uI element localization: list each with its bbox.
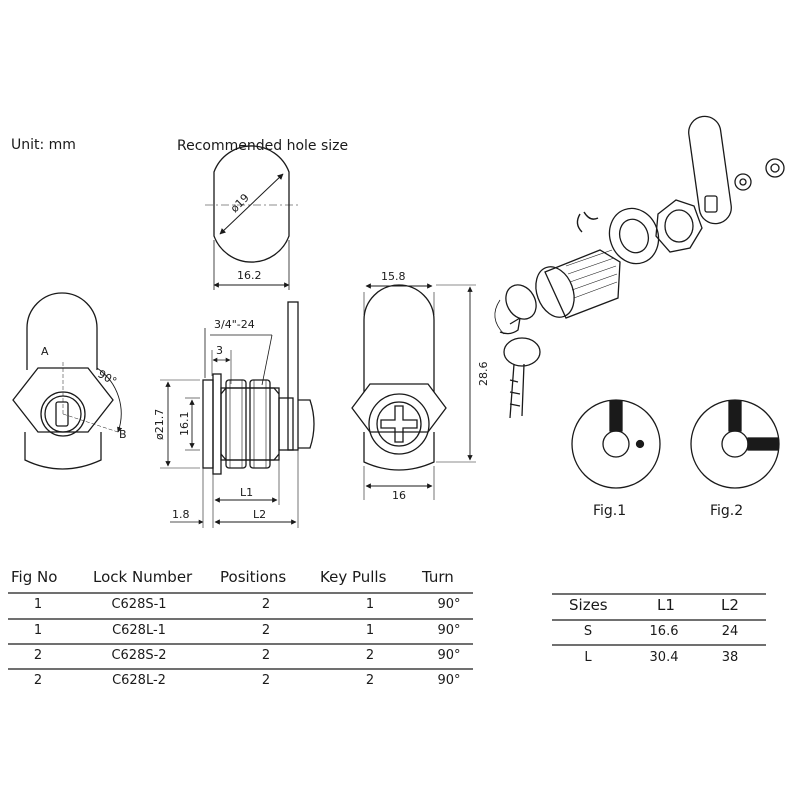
cell-fig: 1 [33,597,43,612]
flange-label: 1.8 [172,508,190,521]
header-l2: L2 [721,596,739,614]
l2-dim-label: L2 [253,508,267,521]
width-15-8-label: 15.8 [381,270,406,283]
hole-size-title: Recommended hole size [177,138,349,154]
cell-turn: 90° [437,597,461,612]
cell-fig: 2 [33,673,43,688]
height-28-6-label: 28.6 [477,362,490,387]
lock-table-lines [8,592,473,670]
cell-key-pulls: 1 [365,597,375,612]
width-16-label: 16 [392,489,406,502]
three-label: 3 [216,344,223,357]
cell-key-pulls: 2 [365,648,375,663]
cell-l2: 24 [721,624,739,639]
cell-key-pulls: 1 [365,623,375,638]
fig2-drawing [690,399,780,489]
front-view-drawing [12,292,123,470]
cell-l1: 16.6 [649,624,679,639]
fig1-label: Fig.1 [593,503,627,519]
cell-size: S [583,624,593,639]
header-positions: Positions [220,568,287,586]
exploded-view-drawing [494,115,785,419]
recommended-hole-drawing [205,145,300,290]
cell-turn: 90° [437,623,461,638]
side-view-drawing [160,301,315,528]
cell-fig: 1 [33,623,43,638]
l1-dim-label: L1 [240,486,254,499]
cell-positions: 2 [261,623,271,638]
cell-lock-number: C628S-2 [111,648,167,663]
header-lock-number: Lock Number [93,568,193,586]
point-a-label: A [41,345,49,358]
cell-lock-number: C628L-2 [112,673,166,688]
header-fig-no: Fig No [11,568,58,586]
cell-l2: 38 [721,650,739,665]
unit-label: Unit: mm [11,137,76,153]
fig1-drawing [571,399,661,489]
header-sizes: Sizes [569,596,608,614]
cell-lock-number: C628L-1 [112,623,166,638]
cell-positions: 2 [261,597,271,612]
size-table-lines [552,593,766,646]
cell-turn: 90° [437,648,461,663]
point-b-label: B [119,428,127,441]
cell-size: L [584,650,592,665]
cell-fig: 2 [33,648,43,663]
cell-turn: 90° [437,673,461,688]
header-l1: L1 [657,596,675,614]
header-turn: Turn [422,568,454,586]
angle-label: 90° [96,367,119,388]
cell-l1: 30.4 [649,650,679,665]
diameter-21-7-label: ø21.7 [153,409,166,440]
header-key-pulls: Key Pulls [320,568,387,586]
cell-key-pulls: 2 [365,673,375,688]
fig2-label: Fig.2 [710,503,744,519]
cell-positions: 2 [261,648,271,663]
diameter-16-1-label: 16.1 [178,412,191,437]
rear-view-drawing [351,283,476,500]
hole-diameter-label: ø19 [228,191,252,215]
cell-positions: 2 [261,673,271,688]
hole-width-label: 16.2 [237,269,262,282]
thread-label: 3/4"-24 [214,318,255,331]
cell-lock-number: C628S-1 [111,597,167,612]
